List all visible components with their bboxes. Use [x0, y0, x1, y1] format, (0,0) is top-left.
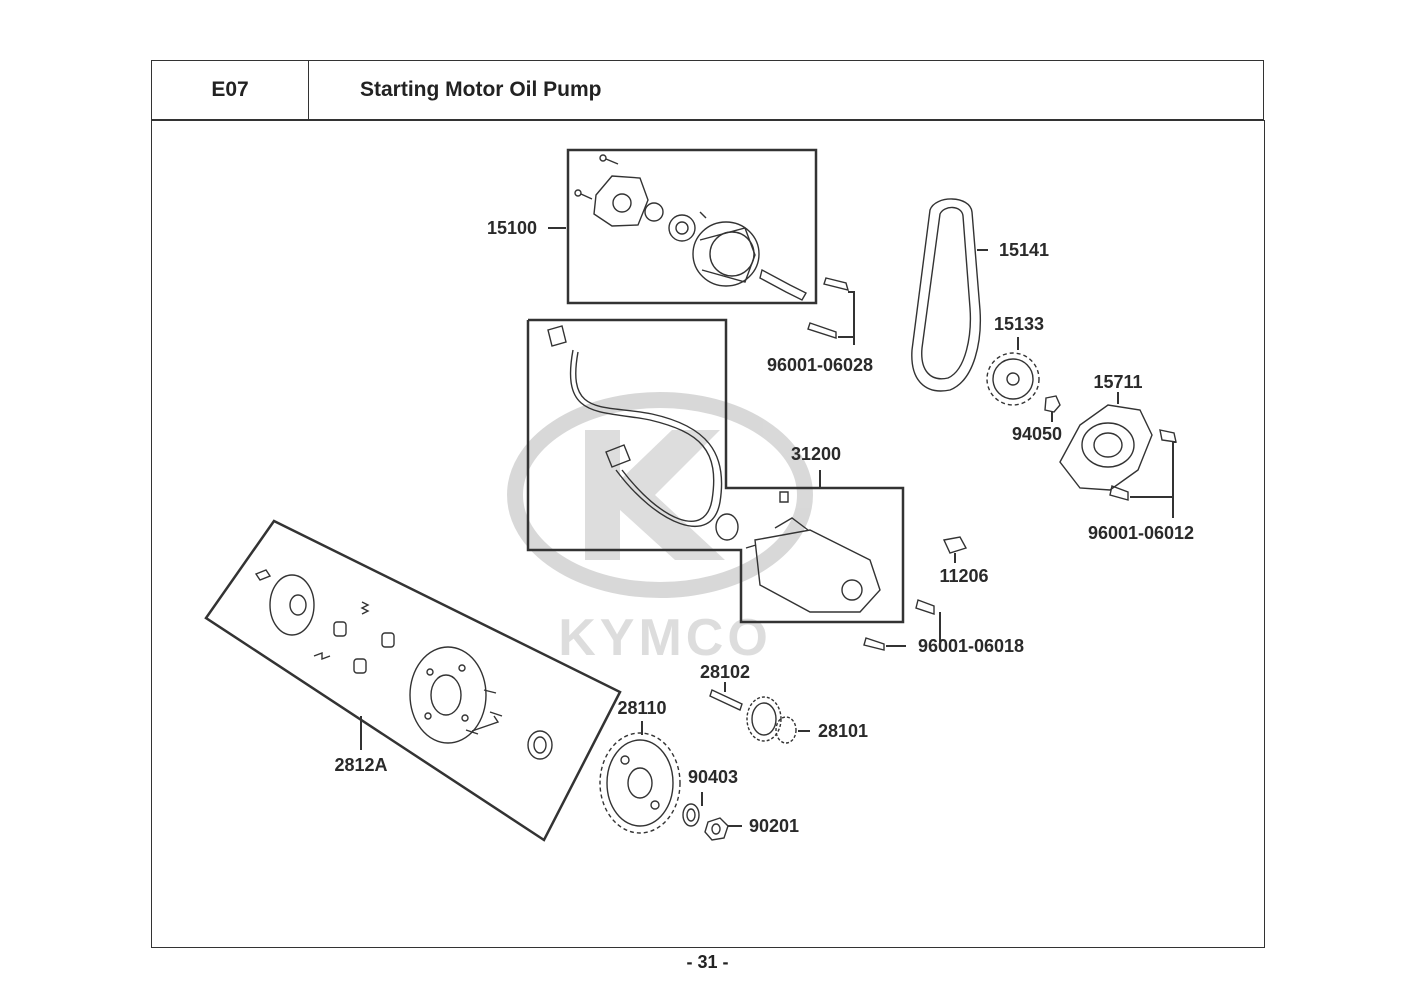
shaft-icon — [709, 689, 743, 711]
cam-chain-icon — [911, 198, 982, 392]
tensioner-plate-icon — [1059, 404, 1153, 491]
section-code: E07 — [151, 60, 309, 120]
starter-clutch-box — [204, 519, 622, 842]
page-number: - 31 - — [686, 952, 729, 972]
starter-clutch-group — [204, 519, 622, 842]
pump-screw-icon — [574, 154, 619, 200]
diagram-frame — [151, 120, 1265, 948]
pump-cover-icon — [593, 175, 649, 227]
part-number-96001-06018: 96001-06018 — [918, 636, 1024, 656]
pump-body-icon — [692, 221, 760, 287]
one-way-clutch-icon — [409, 646, 487, 744]
bolt-icon — [863, 599, 935, 651]
starter-motor-group — [526, 318, 905, 624]
part-number-96001-06028: 96001-06028 — [767, 355, 873, 375]
nut-icon — [1044, 395, 1061, 413]
part-number-28101: 28101 — [818, 721, 868, 741]
part-number-31200: 31200 — [791, 444, 841, 464]
oil-pump-group — [566, 148, 818, 305]
watermark-brand: KYMCO — [558, 609, 772, 667]
needle-bearing-icon — [527, 730, 553, 760]
part-number-94050: 94050 — [1012, 424, 1062, 444]
part-number-15133: 15133 — [994, 314, 1044, 334]
driven-gear-icon — [599, 732, 681, 834]
starter-cable-icon — [569, 349, 715, 522]
outer-rotor-icon — [668, 214, 696, 242]
starter-motor-icon — [754, 529, 881, 613]
part-number-90201: 90201 — [749, 816, 799, 836]
starter-motor-box — [526, 318, 905, 624]
page-title: Starting Motor Oil Pump — [308, 60, 1264, 120]
part-number-15711: 15711 — [1093, 372, 1142, 392]
part-number-15141: 15141 — [999, 240, 1049, 260]
part-number-2812A: 2812A — [334, 755, 387, 775]
part-number-96001-06012: 96001-06012 — [1088, 523, 1194, 543]
part-number-11206: 11206 — [939, 566, 988, 586]
part-number-28110: 28110 — [617, 698, 666, 718]
clip-icon — [942, 536, 968, 554]
part-number-90403: 90403 — [688, 767, 738, 787]
part-number-28102: 28102 — [700, 662, 750, 682]
sprocket-icon — [986, 352, 1040, 406]
clutch-plate-icon — [269, 574, 315, 636]
washer-icon — [682, 803, 700, 827]
part-number-15100: 15100 — [487, 218, 537, 238]
oil-pump-box — [566, 148, 818, 305]
pump-shaft-icon — [759, 268, 807, 301]
nut-icon — [704, 817, 729, 841]
inner-rotor-icon — [644, 202, 664, 222]
bolt-icon — [807, 277, 850, 339]
kymco-watermark: KYMCO — [507, 392, 813, 667]
o-ring-icon — [715, 513, 739, 541]
idle-gear-icon — [746, 696, 797, 744]
